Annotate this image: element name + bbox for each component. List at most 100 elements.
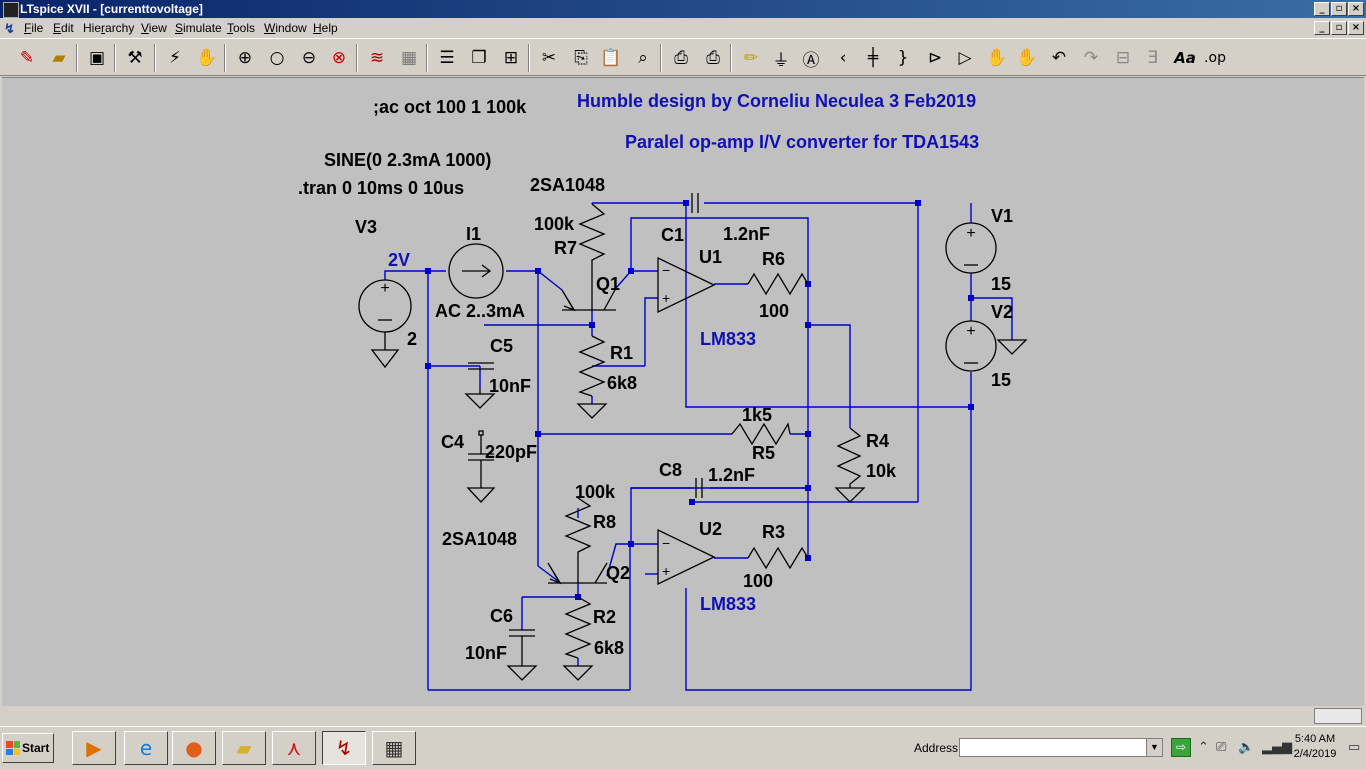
find-icon[interactable]: ⌕ <box>638 48 648 68</box>
open-icon[interactable]: ▰ <box>52 48 66 68</box>
c1-value: 1.2nF <box>723 224 771 244</box>
v1-name: V1 <box>991 206 1014 226</box>
doc-minimize-icon[interactable]: _ <box>1314 21 1330 35</box>
inductor-icon[interactable]: } <box>897 48 909 68</box>
run-icon[interactable]: ⚡ <box>169 48 181 68</box>
move-icon[interactable]: ✋ <box>986 48 1008 68</box>
capacitor-icon[interactable]: ╪ <box>867 48 879 68</box>
document-system-menu-icon[interactable]: ↯ <box>4 21 15 36</box>
view-fft-icon[interactable]: ▦ <box>400 48 418 68</box>
status-strip <box>0 706 1366 726</box>
copy-icon[interactable]: ⎘ <box>574 48 588 68</box>
r5-value: 1k5 <box>742 405 773 425</box>
r4-value: 10k <box>866 461 897 481</box>
resistor-icon[interactable]: ‹ <box>839 48 847 68</box>
r2-value: 6k8 <box>594 638 625 658</box>
menu-tools[interactable]: Tools <box>227 21 256 35</box>
c8-value: 1.2nF <box>708 465 756 485</box>
ac-directive[interactable]: ;ac oct 100 1 100k <box>373 97 527 117</box>
ltspice-app-icon[interactable] <box>3 2 19 18</box>
media-player-icon[interactable]: ▶ <box>72 731 116 765</box>
mirror-icon[interactable]: Ǝ <box>1147 48 1159 68</box>
menu-file[interactable]: File <box>24 21 44 35</box>
menu-hierarchy[interactable]: Hierarchy <box>83 21 135 35</box>
clock[interactable]: 5:40 AM 2/4/2019 <box>1285 732 1345 762</box>
firefox-icon[interactable]: ● <box>172 731 216 765</box>
volume-icon[interactable]: 🔈 <box>1238 740 1255 755</box>
v2-name: V2 <box>991 302 1014 322</box>
print-icon[interactable]: ⎙ <box>706 48 720 68</box>
horizontal-scrollbar[interactable] <box>1314 708 1362 724</box>
maximize-icon[interactable]: ▫ <box>1331 2 1347 16</box>
r3-name: R3 <box>762 522 786 542</box>
save-icon[interactable]: ▣ <box>88 48 106 68</box>
spice-directive-icon[interactable]: .op <box>1204 50 1226 66</box>
clock-date: 2/4/2019 <box>1293 748 1337 760</box>
address-input[interactable]: ▼ <box>959 738 1163 757</box>
zoom-out-icon[interactable]: ⊖ <box>301 48 317 68</box>
zoom-in-icon[interactable]: ⊕ <box>237 48 253 68</box>
drag-icon[interactable]: ✋ <box>1016 48 1038 68</box>
paste-icon[interactable]: 📋 <box>600 48 622 68</box>
ltspice-taskbar-icon[interactable]: ↯ <box>322 731 366 765</box>
go-icon[interactable]: ⇨ <box>1171 738 1191 757</box>
r1-name: R1 <box>610 343 634 363</box>
q1-name: Q1 <box>596 274 621 294</box>
u2-model: LM833 <box>700 594 757 614</box>
taskbar: Start ▶ e ● ▰ ⋏ ↯ ▦ Address ▼ ⇨ ⌃ ⎚ 🔈 ▂▄… <box>0 726 1366 769</box>
doc-restore-icon[interactable]: ▫ <box>1331 21 1347 35</box>
address-dropdown-icon[interactable]: ▼ <box>1146 739 1162 756</box>
label-net-icon[interactable]: Ⓐ <box>802 50 820 71</box>
acrobat-icon[interactable]: ⋏ <box>272 731 316 765</box>
components: + − + <box>358 193 1028 681</box>
file-explorer-icon[interactable]: ▰ <box>222 731 266 765</box>
draw-wire-icon[interactable]: ✏ <box>743 48 759 68</box>
component-icon[interactable]: ▷ <box>958 48 972 68</box>
menu-help[interactable]: Help <box>313 21 338 35</box>
undo-icon[interactable]: ↶ <box>1051 48 1067 68</box>
menu-window[interactable]: Window <box>264 21 307 35</box>
cascade-icon[interactable]: ❐ <box>471 48 487 68</box>
cut-icon[interactable]: ✂ <box>541 48 557 68</box>
tran-directive[interactable]: .tran 0 10ms 0 10us <box>298 178 465 198</box>
notification-icon[interactable]: ▭ <box>1348 740 1361 755</box>
print-preview-icon[interactable]: ⎙ <box>674 48 688 68</box>
diode-icon[interactable]: ⊳ <box>927 48 943 68</box>
r2-name: R2 <box>593 607 617 627</box>
svg-text:+: + <box>966 323 975 340</box>
rotate-icon[interactable]: ⊟ <box>1115 48 1131 68</box>
calculator-icon[interactable]: ▦ <box>372 731 416 765</box>
sine-source-value[interactable]: SINE(0 2.3mA 1000) <box>324 150 492 170</box>
comment-description[interactable]: Paralel op-amp I/V converter for TDA1543 <box>625 132 980 152</box>
autorange-icon[interactable]: ≋ <box>369 48 385 68</box>
tile-horizontal-icon[interactable]: ☰ <box>439 48 455 68</box>
zoom-pan-icon[interactable]: ○ <box>269 48 285 68</box>
menu-simulate[interactable]: Simulate <box>175 21 222 35</box>
doc-close-icon[interactable]: × <box>1348 21 1364 35</box>
signal-icon[interactable]: ▂▄▆ <box>1262 740 1292 755</box>
u1-model: LM833 <box>700 329 757 349</box>
text-icon[interactable]: Aa <box>1174 49 1196 67</box>
minimize-icon[interactable]: _ <box>1314 2 1330 16</box>
redo-icon[interactable]: ↷ <box>1083 48 1099 68</box>
menu-view[interactable]: View <box>141 21 167 35</box>
halt-icon[interactable]: ✋ <box>196 48 218 68</box>
r7-value: 100k <box>534 214 575 234</box>
tray-expand-icon[interactable]: ⌃ <box>1198 740 1209 755</box>
tray-network-icon[interactable]: ⎚ <box>1216 740 1227 755</box>
control-panel-icon[interactable]: ⚒ <box>127 48 143 68</box>
start-label: Start <box>22 741 50 755</box>
comment-author[interactable]: Humble design by Corneliu Neculea 3 Feb2… <box>577 91 977 111</box>
internet-explorer-icon[interactable]: e <box>124 731 168 765</box>
start-button[interactable]: Start <box>2 733 54 763</box>
schematic-canvas[interactable]: + − + <box>2 77 1364 707</box>
new-schematic-icon[interactable]: ✎ <box>19 48 35 68</box>
tile-vertical-icon[interactable]: ⊞ <box>503 48 519 68</box>
q2-name: Q2 <box>606 563 631 583</box>
zoom-cancel-icon[interactable]: ⊗ <box>331 48 347 68</box>
ground-icon[interactable]: ⏚ <box>772 50 790 71</box>
menu-edit[interactable]: Edit <box>53 21 74 35</box>
close-icon[interactable]: × <box>1348 2 1364 16</box>
svg-text:+: + <box>966 225 975 242</box>
r6-value: 100 <box>759 301 790 321</box>
